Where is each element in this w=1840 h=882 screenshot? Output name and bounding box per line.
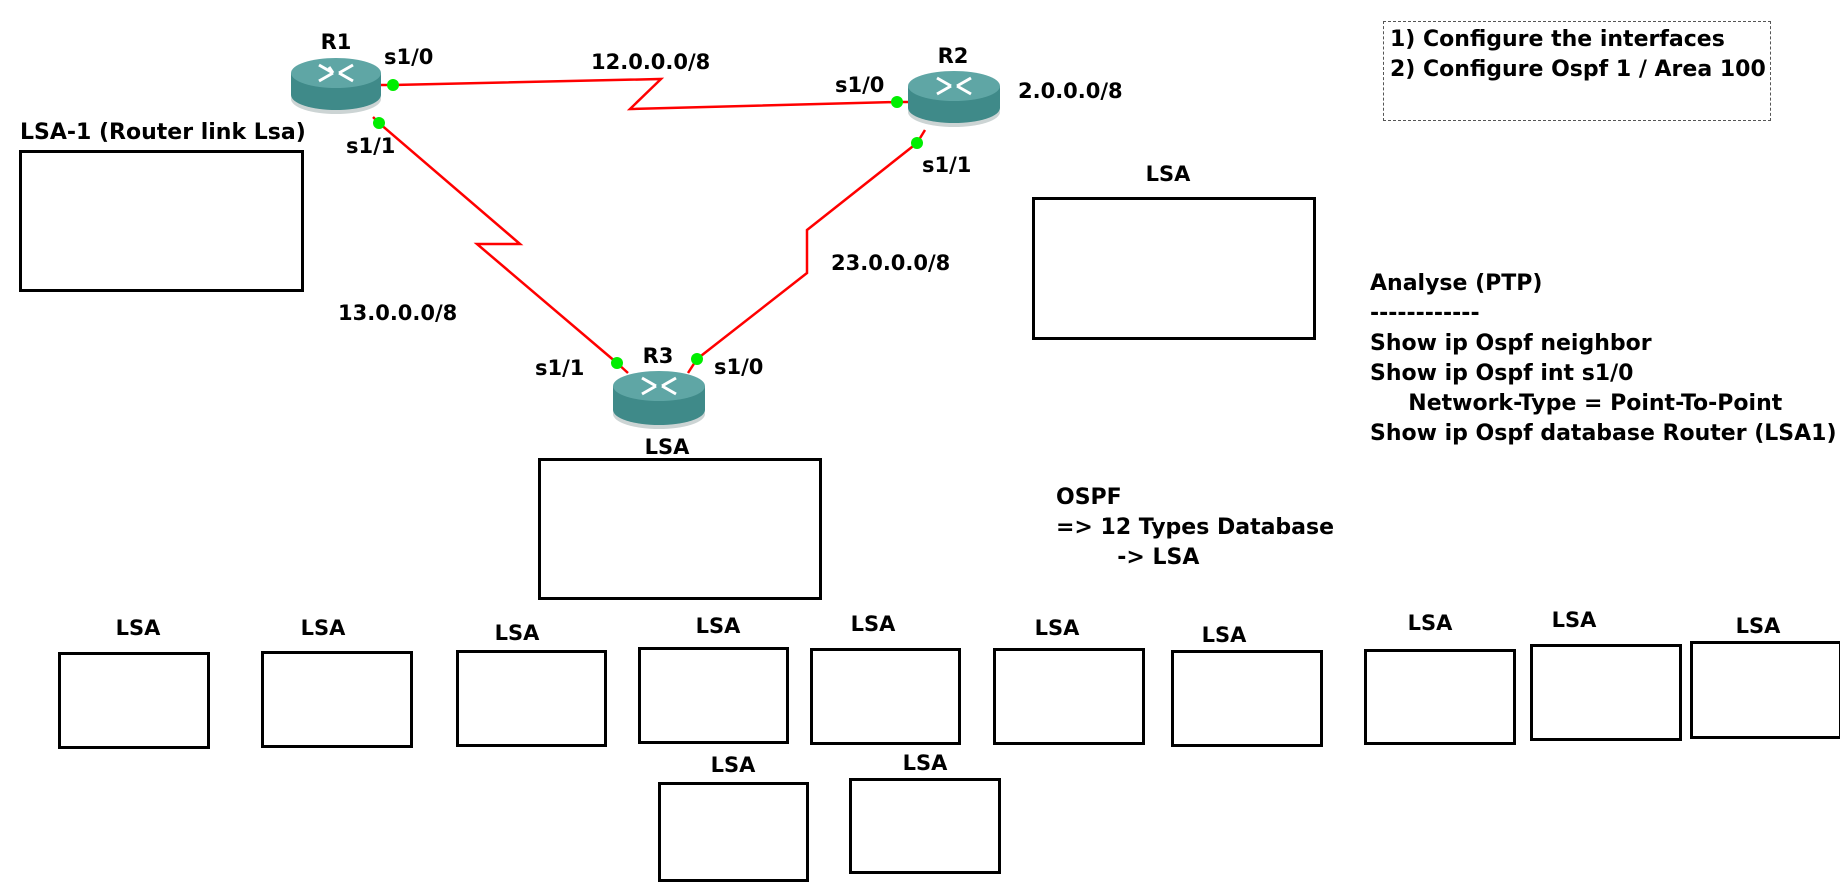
lsa-box-r3[interactable] [538,458,822,600]
lsa1-box[interactable] [19,150,304,292]
lsa-box[interactable] [58,652,210,749]
lsa-box[interactable] [261,651,413,748]
lsa-box[interactable] [658,782,809,882]
router-icon [613,371,705,429]
lsa-box[interactable] [1171,650,1323,747]
network-label-r2-r3: 23.0.0.0/8 [831,251,951,275]
lsa1-box-label: LSA-1 (Router link Lsa) [20,120,306,145]
router-r3[interactable] [611,368,707,436]
ospf-note-types: => 12 Types Database [1056,515,1335,540]
port-r3-s11[interactable] [611,357,623,369]
lsa-box-label: LSA [494,621,540,645]
lsa-box-label: LSA [902,751,948,775]
ospf-note-title: OSPF [1056,485,1122,510]
iface-label-r1-s11: s1/1 [346,134,396,158]
lsa-box[interactable] [810,648,961,745]
network-label-r1-r2: 12.0.0.0/8 [591,50,711,74]
network-label-r2-loopback: 2.0.0.0/8 [1018,79,1123,103]
router-label-r1: R1 [320,30,352,54]
lsa-box-label: LSA [115,616,161,640]
lsa-box-top-right[interactable] [1032,197,1316,340]
analyse-title: Analyse (PTP) [1370,271,1543,296]
iface-label-r2-s11: s1/1 [922,153,972,177]
router-label-r3: R3 [642,344,674,368]
port-r2-s11[interactable] [911,137,923,149]
task-note: 1) Configure the interfaces 2) Configure… [1383,21,1771,121]
port-r1-s11[interactable] [373,117,385,129]
lsa-box[interactable] [1690,641,1840,739]
lsa-box-label: LSA [300,616,346,640]
ospf-note-lsa: -> LSA [1056,545,1200,570]
router-r1[interactable] [289,55,383,121]
lsa-box-label: LSA [1407,611,1453,635]
lsa-box[interactable] [849,778,1001,874]
iface-label-r3-s11: s1/1 [535,356,585,380]
lsa-box-label: LSA [695,614,741,638]
router-icon [291,58,381,114]
iface-label-r2-s10: s1/0 [835,73,885,97]
lsa-box-label: LSA [710,753,756,777]
task-note-line-1: 1) Configure the interfaces [1390,27,1725,52]
analyse-cmd-int: Show ip Ospf int s1/0 [1370,361,1634,386]
link-r2-r3[interactable] [696,142,918,360]
router-icon [908,71,1000,127]
lsa-box-label: LSA [1551,608,1597,632]
lsa-box-label: LSA [850,612,896,636]
lsa-box[interactable] [638,647,789,744]
lsa-box[interactable] [1364,649,1516,745]
ospf-note: OSPF => 12 Types Database -> LSA [1056,483,1334,573]
analyse-cmd-neighbor: Show ip Ospf neighbor [1370,331,1652,356]
lsa-box[interactable] [456,650,607,747]
lsa-box-top-right-label: LSA [1145,162,1191,186]
port-r1-s10[interactable] [387,79,399,91]
lsa-box-r3-label: LSA [644,435,690,459]
analyse-cmd-database: Show ip Ospf database Router (LSA1) [1370,421,1837,446]
router-label-r2: R2 [937,44,969,68]
router-r2[interactable] [906,68,1002,134]
link-r1-r3[interactable] [378,122,618,364]
lsa-box[interactable] [1530,644,1682,741]
lsa-box-label: LSA [1201,623,1247,647]
analyse-network-type: Network-Type = Point-To-Point [1370,391,1783,416]
port-r2-s10[interactable] [891,96,903,108]
analyse-note: Analyse (PTP) ------------ Show ip Ospf … [1370,269,1837,449]
lsa-box-label: LSA [1034,616,1080,640]
port-r3-s10[interactable] [691,353,703,365]
network-label-r1-r3: 13.0.0.0/8 [338,301,458,325]
link-r1-r2[interactable] [392,77,898,111]
lsa-box-label: LSA [1735,614,1781,638]
task-note-line-2: 2) Configure Ospf 1 / Area 100 [1390,57,1766,82]
lsa-box[interactable] [993,648,1145,745]
iface-label-r1-s10: s1/0 [384,45,434,69]
iface-label-r3-s10: s1/0 [714,355,764,379]
analyse-divider: ------------ [1370,301,1480,326]
